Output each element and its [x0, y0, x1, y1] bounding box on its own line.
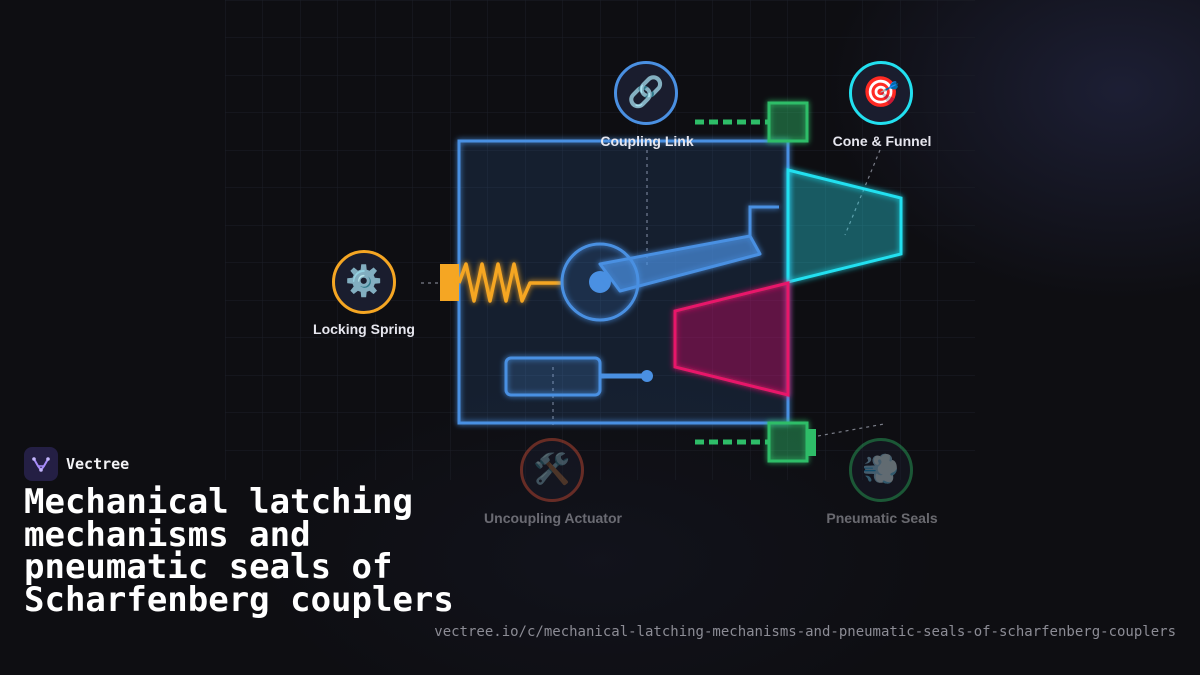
locking-spring-label: Locking Spring: [313, 321, 415, 337]
brand: Vectree: [24, 447, 129, 481]
coupling-link-label: Coupling Link: [600, 133, 694, 149]
pneumatic-seals-label: Pneumatic Seals: [826, 510, 938, 526]
coupling-link-arm: [598, 234, 762, 293]
gear-icon: ⚙️: [332, 250, 396, 314]
locking-spring: [457, 262, 562, 303]
vectree-logo-icon: [24, 447, 58, 481]
tools-icon: 🛠️: [520, 438, 584, 502]
uncoupling-actuator-label: Uncoupling Actuator: [484, 510, 622, 526]
pneumatic-seal-tab: [807, 429, 816, 456]
target-icon: 🎯: [849, 61, 913, 125]
disc-pivot: [589, 271, 611, 293]
spring-anchor-block: [440, 264, 459, 301]
cone-funnel-leader: [844, 149, 881, 236]
coupling-link-hook: [748, 205, 779, 236]
actuator-cylinder: [504, 356, 602, 397]
lower-pneumatic-port: [767, 421, 809, 463]
page-url[interactable]: vectree.io/c/mechanical-latching-mechani…: [434, 624, 1176, 640]
coupling-funnel: [673, 281, 790, 397]
page-title: Mechanical latching mechanisms and pneum…: [24, 482, 454, 620]
air-icon: 💨: [849, 438, 913, 502]
link-icon: 🔗: [614, 61, 678, 125]
actuator-rod-end: [641, 370, 653, 382]
upper-pneumatic-port: [767, 101, 809, 143]
cone-funnel-label: Cone & Funnel: [832, 133, 932, 149]
coupling-cone: [786, 168, 903, 284]
brand-name: Vectree: [66, 455, 130, 473]
